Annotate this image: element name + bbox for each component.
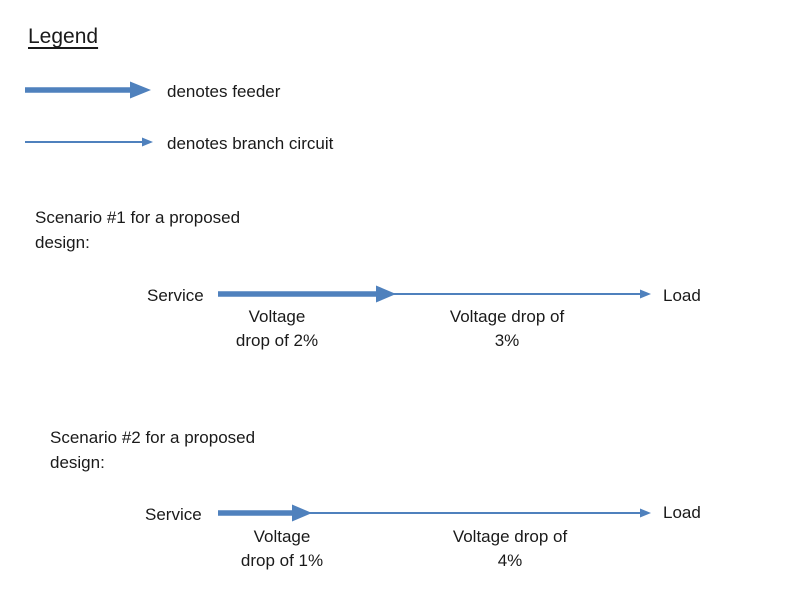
scenario1-heading-line2: design: — [35, 233, 90, 252]
scenario2-load-label: Load — [663, 503, 701, 522]
scenario2-feeder-drop-line2: drop of 1% — [240, 551, 324, 570]
scenario2-feeder-drop-label: Voltage drop of 1% — [202, 525, 362, 573]
scenario1-branch-drop-line2: 3% — [494, 331, 520, 350]
legend-title: Legend — [28, 25, 99, 48]
scenario2-branch-drop-line1: Voltage drop of — [452, 527, 568, 546]
scenario1-service-label: Service — [147, 286, 204, 305]
legend-feeder-arrow — [25, 81, 151, 99]
scenario2-heading: Scenario #2 for a proposed design: — [50, 425, 255, 475]
legend-feeder-label: denotes feeder — [167, 82, 281, 101]
scenario2-branch-circuit-arrow — [308, 508, 651, 518]
branch-arrowhead-icon — [640, 289, 651, 299]
branch-arrowhead-icon — [142, 137, 153, 147]
scenario1-heading: Scenario #1 for a proposed design: — [35, 205, 240, 255]
scenario2-branch-drop-label: Voltage drop of 4% — [430, 525, 590, 573]
scenario1-load-label: Load — [663, 286, 701, 305]
scenario1-branch-drop-label: Voltage drop of 3% — [427, 305, 587, 353]
scenario1-feeder-drop-line2: drop of 2% — [235, 331, 319, 350]
feeder-arrowhead-icon — [292, 504, 312, 522]
scenario2-service-label: Service — [145, 505, 202, 524]
scenario2-feeder-arrow — [218, 504, 312, 522]
scenario1-heading-line1: Scenario #1 for a proposed — [35, 208, 241, 227]
branch-arrowhead-icon — [640, 508, 651, 518]
scenario1-branch-circuit-arrow — [392, 289, 651, 299]
scenario2-heading-line2: design: — [50, 453, 105, 472]
legend-branch-circuit-label: denotes branch circuit — [167, 134, 334, 153]
scenario1-feeder-drop-line1: Voltage — [248, 307, 306, 326]
legend-branch-circuit-arrow — [25, 137, 153, 147]
scenario1-branch-drop-line1: Voltage drop of — [449, 307, 565, 326]
scenario2-heading-line1: Scenario #2 for a proposed — [50, 428, 256, 447]
scenario2-branch-drop-line2: 4% — [497, 551, 523, 570]
scenario2-feeder-drop-line1: Voltage — [253, 527, 311, 546]
scenario1-feeder-arrow — [218, 285, 396, 303]
scenario1-feeder-drop-label: Voltage drop of 2% — [197, 305, 357, 353]
feeder-arrowhead-icon — [130, 81, 151, 99]
feeder-arrowhead-icon — [376, 285, 396, 303]
